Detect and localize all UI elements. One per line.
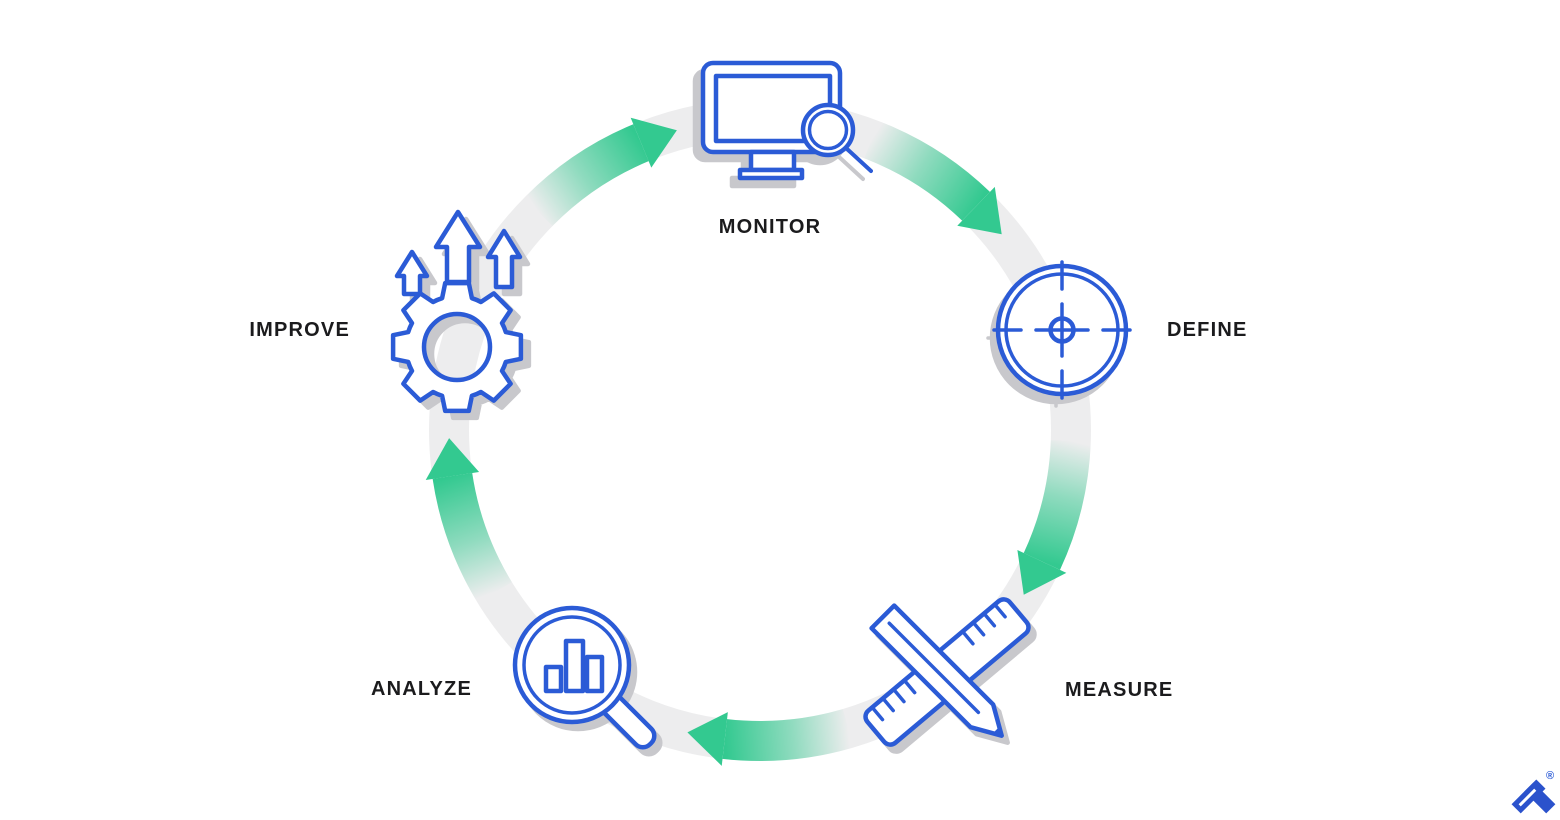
gear-arrows-icon <box>390 209 524 414</box>
flow-arrow-band-improve-to-monitor <box>523 124 649 227</box>
flow-arrow-head-monitor-to-define <box>957 186 1002 235</box>
magnifier-chart-icon <box>512 605 657 750</box>
gear <box>390 280 524 414</box>
stage-label-monitor: MONITOR <box>718 216 822 238</box>
stage-label-analyze: ANALYZE <box>370 678 472 700</box>
pencil-lead-tip <box>992 726 1002 736</box>
flow-arrow-band-monitor-to-define <box>863 120 990 221</box>
magnifier-lens-inner <box>807 109 849 151</box>
monitor-stand-base <box>737 167 805 181</box>
flow-arrow-head-analyze-to-improve <box>425 438 480 480</box>
flow-arrow-head-define-to-measure <box>1017 550 1067 595</box>
bar-chart <box>543 638 605 694</box>
up-arrows <box>394 209 523 297</box>
target-center-cross <box>1034 302 1090 358</box>
flow-arrow-band-define-to-measure <box>1023 439 1091 570</box>
up-arrow-medium <box>485 228 523 290</box>
logo-slit <box>1518 788 1537 807</box>
flow-arrows <box>425 117 1091 766</box>
analyze-lens-inner <box>522 615 622 715</box>
ruler-pencil-icon <box>863 597 1031 747</box>
flow-arrow-head-measure-to-analyze <box>687 712 728 766</box>
registered-trademark: ® <box>1546 770 1555 782</box>
bar-short <box>543 664 564 694</box>
magnifier-handle <box>844 146 873 173</box>
bar-medium <box>584 654 605 694</box>
toptal-logo <box>1511 779 1556 814</box>
flow-arrow-band-analyze-to-improve <box>432 472 513 603</box>
ruler-tick-marks <box>870 602 1007 722</box>
stage-label-measure: MEASURE <box>1065 679 1174 701</box>
up-arrow-small <box>394 249 430 297</box>
logo-stem <box>1524 782 1556 814</box>
pencil <box>869 603 1004 738</box>
target-icon <box>992 260 1132 400</box>
stage-label-improve: IMPROVE <box>249 319 350 341</box>
target-cardinal-ticks <box>992 260 1132 400</box>
flow-arrow-head-improve-to-monitor <box>630 117 677 168</box>
monitor-stand-neck <box>748 149 797 173</box>
flow-arrow-band-measure-to-analyze <box>722 708 855 761</box>
monitor-magnifier-icon <box>700 60 873 181</box>
pencil-center-line <box>887 621 981 715</box>
bar-tall <box>563 638 586 694</box>
stage-label-define: DEFINE <box>1167 319 1248 341</box>
